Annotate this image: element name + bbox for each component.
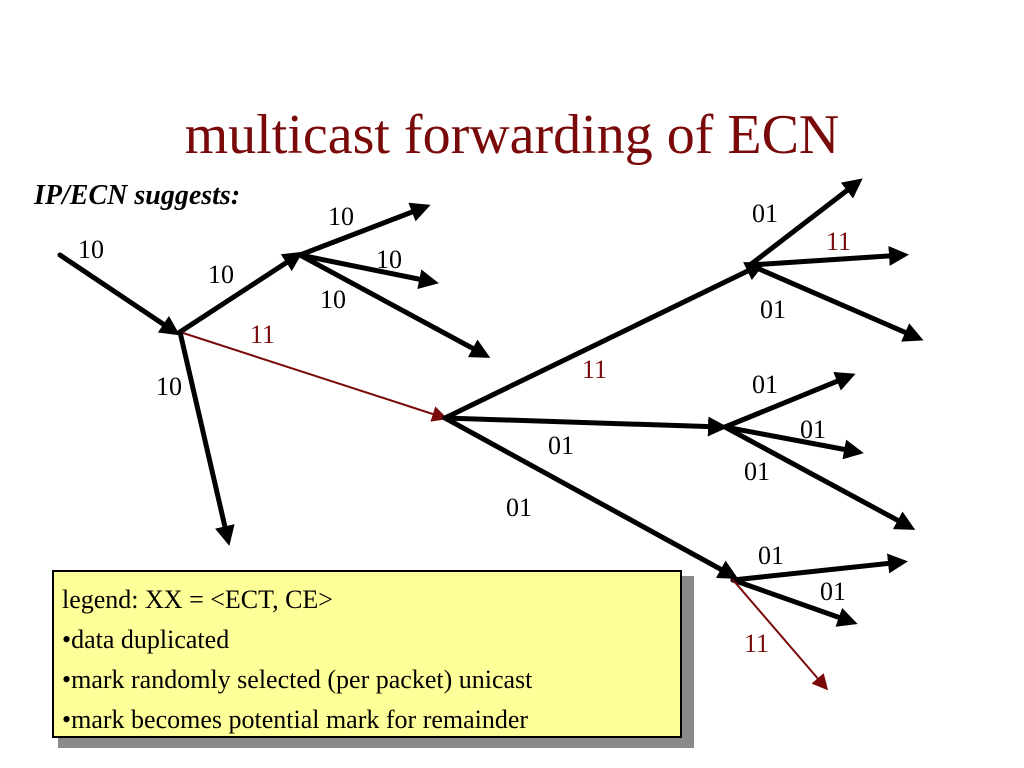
- edge-label-marked: 11: [826, 227, 851, 256]
- edge-label: 01: [744, 457, 770, 486]
- edge-label: 01: [800, 415, 826, 444]
- edge-arrow: [177, 329, 235, 546]
- legend-line-duplicated: •data duplicated: [62, 625, 230, 654]
- edge-label: 01: [506, 493, 532, 522]
- edge-label: 10: [208, 260, 234, 289]
- edge-labels-group: 10 10 10 10 10 11 10 11 01 01 01 11 01 01 01 01 01 01 11: [78, 199, 851, 658]
- edge-arrow: [297, 202, 431, 258]
- edge-label: 01: [752, 199, 778, 228]
- edge-label-marked: 11: [250, 320, 275, 349]
- edge-arrow: [730, 577, 858, 627]
- edge-arrow: [57, 252, 180, 336]
- legend-line-key: legend: XX = <ECT, CE>: [62, 585, 333, 614]
- edge-arrow: [442, 262, 766, 421]
- edge-label: 10: [320, 285, 346, 314]
- edge-arrow: [722, 424, 864, 460]
- edge-arrow: [297, 252, 439, 290]
- edge-arrow: [442, 415, 739, 579]
- edge-label: 01: [752, 370, 778, 399]
- edge-arrow: [747, 262, 924, 342]
- edge-label: 10: [328, 202, 354, 231]
- legend-line-potential-mark: •mark becomes potential mark for remaind…: [62, 705, 529, 734]
- edge-label: 01: [758, 541, 784, 570]
- edge-arrow: [747, 245, 909, 268]
- edge-label: 10: [156, 372, 182, 401]
- edge-arrow: [747, 178, 863, 268]
- edge-label-marked: 11: [744, 629, 769, 658]
- slide-subtitle: IP/ECN suggests:: [34, 180, 241, 211]
- edge-arrow: [730, 553, 908, 583]
- edges-group: [57, 178, 924, 691]
- edge-arrow: [722, 424, 916, 530]
- marked-edge-arrow: [179, 331, 449, 422]
- edge-label: 01: [820, 577, 846, 606]
- edge-arrow: [722, 372, 856, 430]
- marked-edge-arrow: [732, 579, 829, 691]
- edge-arrow: [442, 415, 728, 437]
- edge-label: 10: [78, 235, 104, 264]
- edge-label: 10: [376, 245, 402, 274]
- slide-title: multicast forwarding of ECN: [184, 104, 840, 166]
- edge-label-marked: 11: [582, 355, 607, 384]
- edge-label: 01: [548, 431, 574, 460]
- legend-line-random-mark: •mark randomly selected (per packet) uni…: [62, 665, 533, 694]
- edge-label: 01: [760, 295, 786, 324]
- legend-box: legend: XX = <ECT, CE> •data duplicated …: [52, 570, 682, 738]
- edge-arrow: [177, 251, 304, 335]
- edge-arrow: [297, 252, 491, 358]
